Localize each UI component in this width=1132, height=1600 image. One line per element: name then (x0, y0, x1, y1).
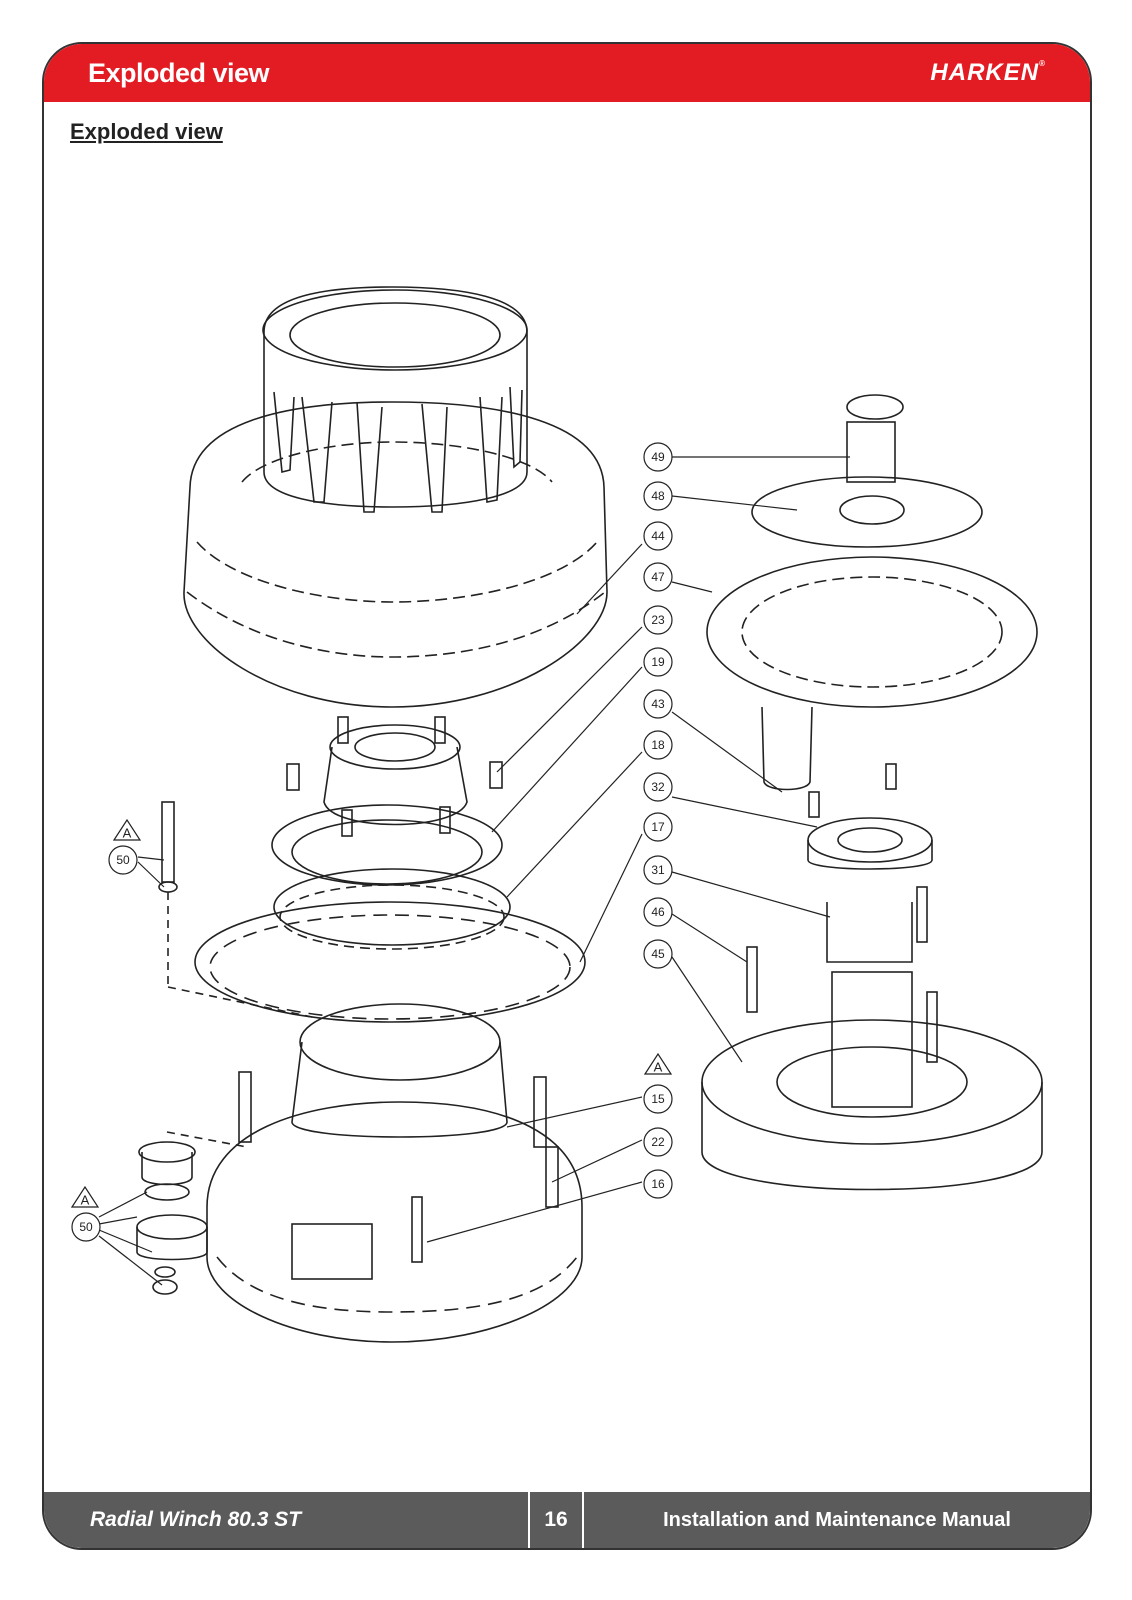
callout-32: 32 (651, 780, 665, 794)
note-a-lower: A (81, 1193, 90, 1208)
callout-15: 15 (651, 1092, 665, 1106)
callout-47: 47 (651, 570, 665, 584)
callout-16: 16 (651, 1177, 665, 1191)
center-hub (271, 716, 503, 886)
note-a-right: A (654, 1060, 663, 1075)
page-frame: Exploded view HARKEN® Exploded view (42, 42, 1092, 1550)
callout-18: 18 (651, 738, 665, 752)
registered-mark: ® (1039, 59, 1046, 68)
drum-cover (183, 286, 608, 708)
callout-23: 23 (651, 613, 665, 627)
drum-assembly (701, 763, 1043, 1191)
footer-product-name: Radial Winch 80.3 ST (90, 1508, 302, 1531)
callout-43: 43 (651, 697, 665, 711)
callout-circles (71, 442, 673, 1242)
page-number: 16 (528, 1492, 584, 1548)
stripper-assembly (706, 394, 1038, 791)
base-housing (206, 1003, 583, 1343)
callout-44: 44 (651, 529, 665, 543)
callout-17: 17 (651, 820, 665, 834)
brand-name: HARKEN (930, 59, 1040, 86)
footer-bar: Radial Winch 80.3 ST 16 Installation and… (44, 1492, 1090, 1548)
callout-19: 19 (651, 655, 665, 669)
callout-50-upper: 50 (116, 853, 130, 867)
assembly-guides (166, 892, 313, 1148)
note-triangles (70, 818, 673, 1208)
header-bar: Exploded view HARKEN® (44, 44, 1090, 102)
callout-46: 46 (651, 905, 665, 919)
section-heading: Exploded view (70, 119, 223, 144)
header-title: Exploded view (88, 57, 270, 88)
callout-31: 31 (651, 863, 665, 877)
callout-22: 22 (651, 1135, 665, 1149)
roller-bearings (194, 868, 586, 1023)
footer-manual-title: Installation and Maintenance Manual (663, 1508, 1011, 1531)
callout-49: 49 (651, 450, 665, 464)
note-a-upper: A (123, 826, 132, 841)
leader-lines (98, 456, 850, 1286)
exploded-view-diagram: 49 48 44 47 23 19 43 18 32 17 31 46 45 1… (70, 286, 1043, 1343)
callout-50-lower: 50 (79, 1220, 93, 1234)
pinion-assembly (136, 801, 208, 1295)
harken-logo: HARKEN® (930, 59, 1046, 87)
callout-48: 48 (651, 489, 665, 503)
callout-45: 45 (651, 947, 665, 961)
